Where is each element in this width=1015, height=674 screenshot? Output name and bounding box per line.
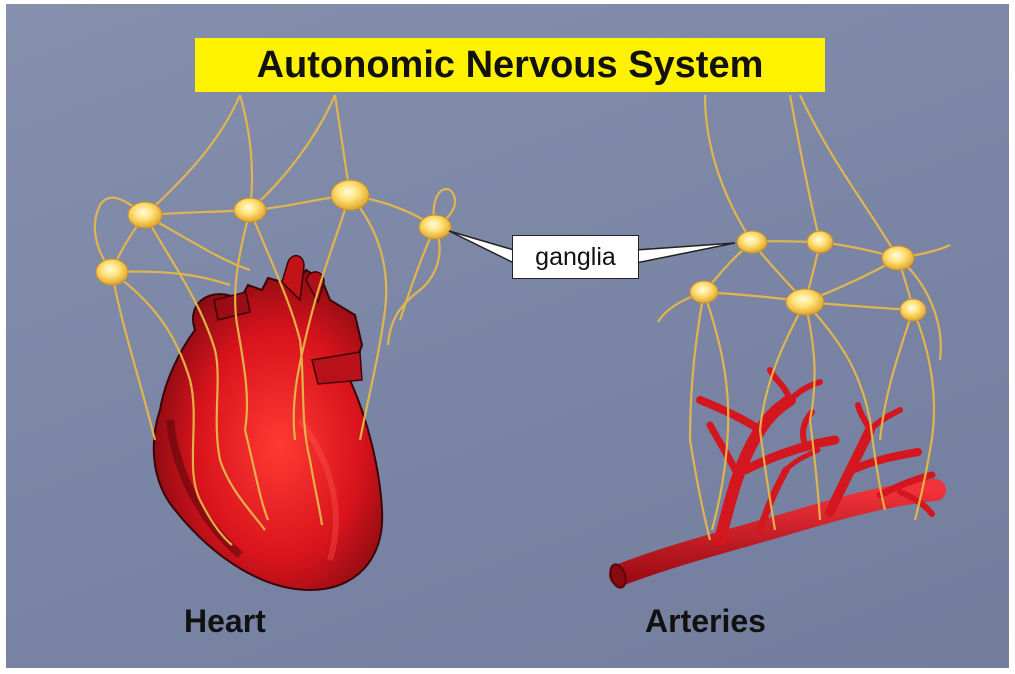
ganglion <box>690 281 718 303</box>
ganglia-callout-label: ganglia <box>512 235 639 279</box>
ganglion <box>419 215 451 239</box>
heart-label: Heart <box>184 603 266 640</box>
ganglion <box>96 259 128 285</box>
ganglion <box>737 231 767 253</box>
heart-illustration <box>154 256 382 590</box>
ganglion <box>331 180 369 210</box>
diagram-title: Autonomic Nervous System <box>195 38 825 92</box>
arteries-label: Arteries <box>645 603 766 640</box>
ganglion <box>882 246 914 270</box>
ganglion <box>128 202 162 228</box>
ganglion <box>786 289 824 315</box>
ganglion <box>900 299 926 321</box>
ganglion <box>234 198 266 222</box>
ganglion <box>807 231 833 253</box>
